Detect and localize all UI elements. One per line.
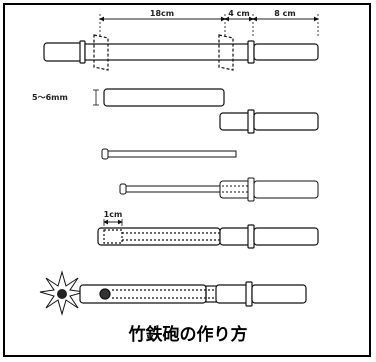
label-18cm: 18cm bbox=[150, 9, 174, 18]
label-4cm: 4 cm bbox=[228, 9, 249, 18]
bamboo-tube-full bbox=[43, 34, 319, 71]
diameter-marker bbox=[93, 89, 99, 106]
spark-burst-icon bbox=[39, 270, 85, 316]
label-diameter: 5～6mm bbox=[32, 93, 68, 102]
diagram-title: 竹鉄砲の作り方 bbox=[128, 324, 248, 345]
label-8cm: 8 cm bbox=[274, 9, 295, 18]
bamboo-gun-firing bbox=[79, 281, 307, 307]
bamboo-tube-barrel bbox=[103, 88, 225, 107]
rod-in-handle bbox=[119, 177, 319, 202]
thin-rod bbox=[101, 148, 237, 160]
dimension-line-1cm bbox=[103, 219, 123, 226]
label-1cm: 1cm bbox=[104, 210, 123, 219]
bamboo-tube-handle bbox=[219, 109, 319, 134]
projectile-ball-icon bbox=[57, 289, 67, 299]
dimension-line-top bbox=[99, 14, 319, 36]
bamboo-assembly bbox=[97, 224, 319, 249]
